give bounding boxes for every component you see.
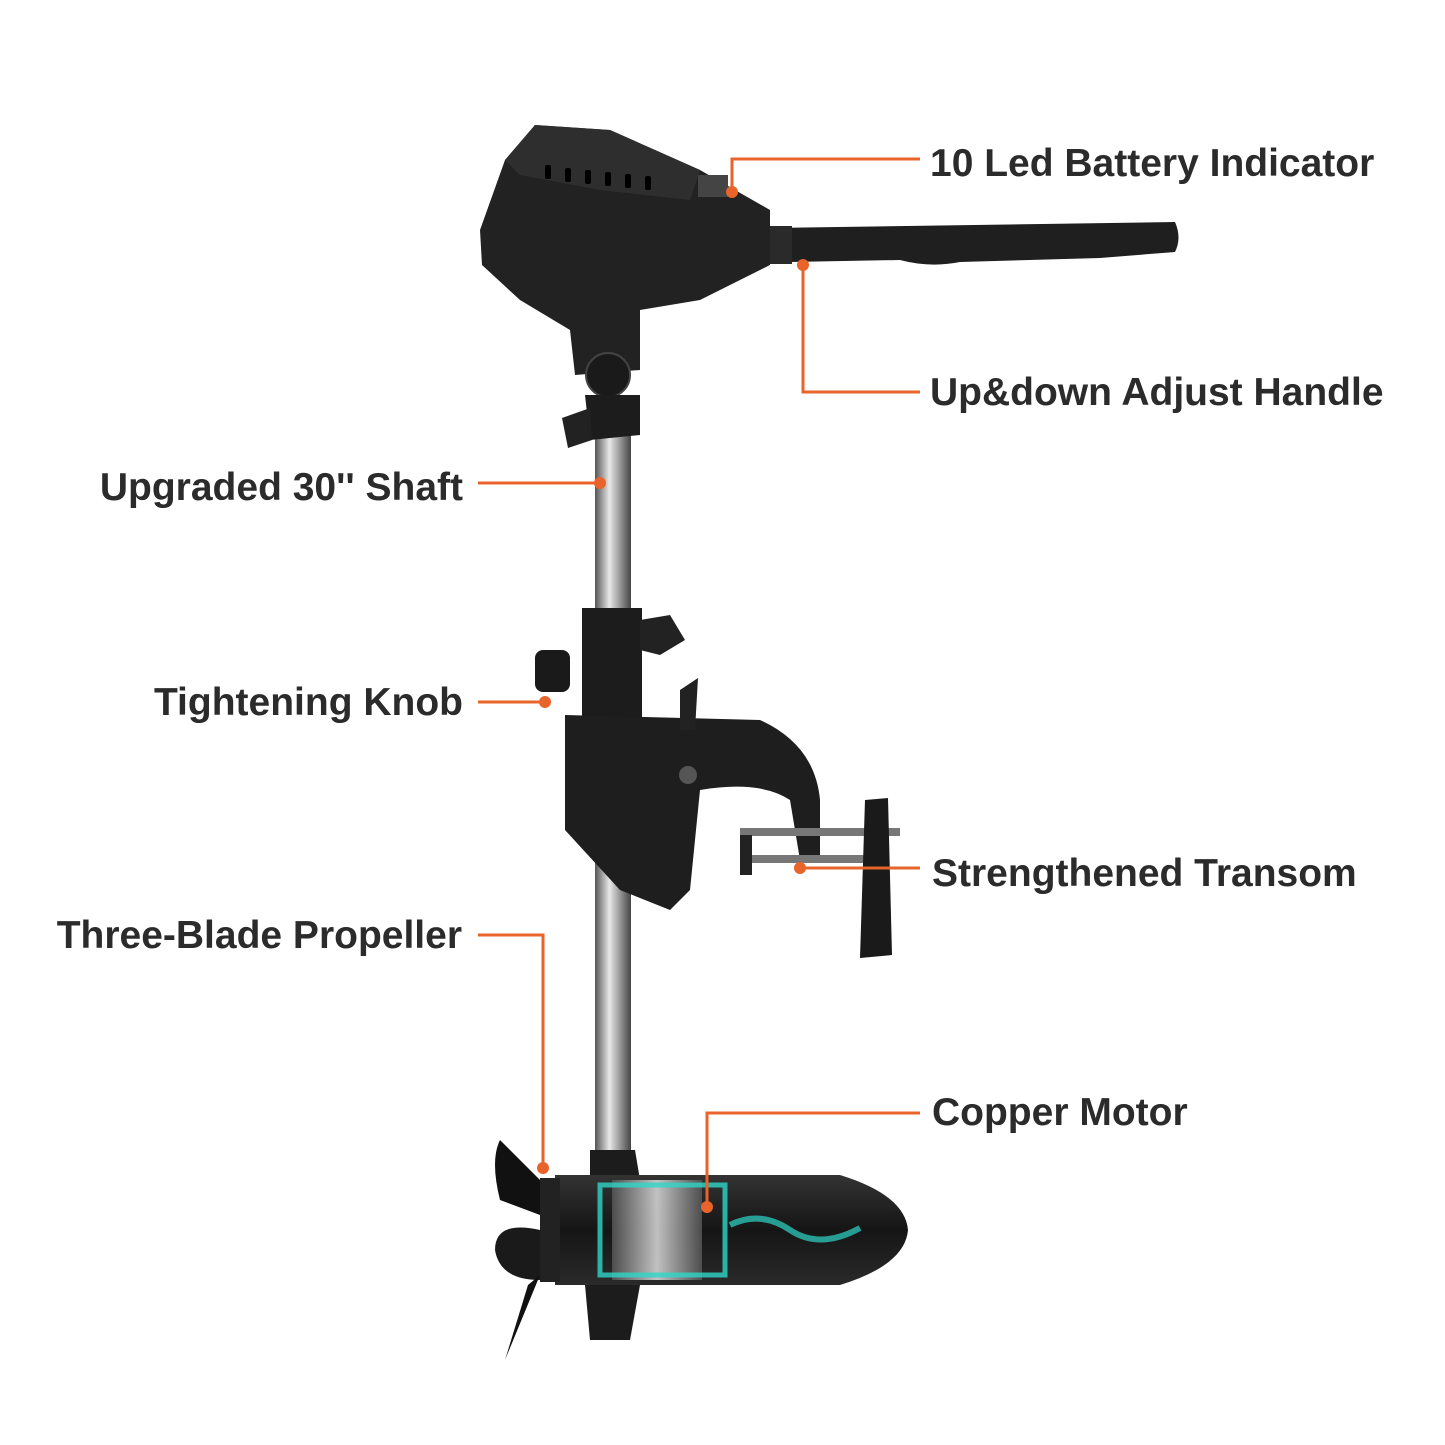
copper-motor xyxy=(597,1182,728,1278)
tiller-handle xyxy=(770,222,1179,265)
leader-handle xyxy=(801,265,920,394)
label-transom: Strengthened Transom xyxy=(932,852,1357,895)
label-copper-motor: Copper Motor xyxy=(932,1091,1188,1134)
label-battery-indicator: 10 Led Battery Indicator xyxy=(930,142,1375,185)
propeller xyxy=(495,1140,560,1360)
label-adjust-handle: Up&down Adjust Handle xyxy=(930,371,1384,414)
motor-head xyxy=(480,125,770,448)
leader-propeller xyxy=(478,933,545,1168)
leader-battery xyxy=(730,157,920,192)
clamp-assembly xyxy=(535,608,900,958)
leader-lines xyxy=(478,157,920,1207)
motor-pod xyxy=(555,1150,908,1340)
leader-motor xyxy=(705,1111,920,1207)
label-propeller: Three-Blade Propeller xyxy=(56,914,462,957)
label-shaft: Upgraded 30'' Shaft xyxy=(99,466,463,509)
label-tightening-knob: Tightening Knob xyxy=(153,681,463,724)
tightening-knob xyxy=(535,650,570,692)
battery-indicator xyxy=(698,175,728,197)
leader-dots xyxy=(537,186,809,1213)
